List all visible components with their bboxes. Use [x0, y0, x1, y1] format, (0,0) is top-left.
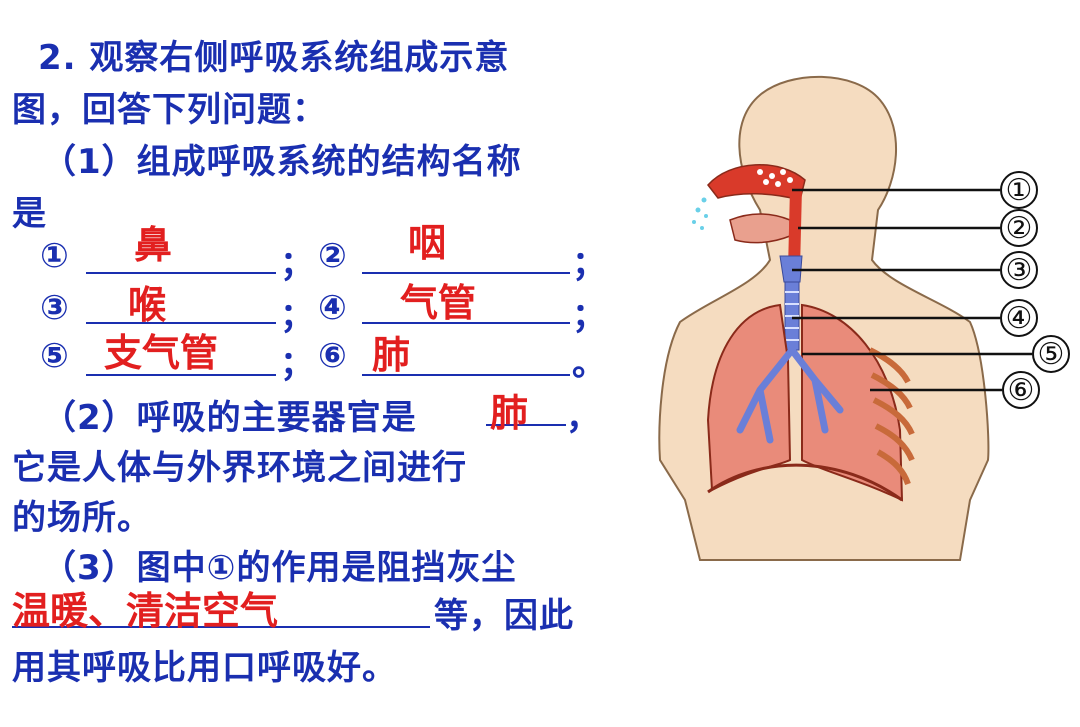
row1-number-1: ① [40, 236, 70, 276]
blank-1 [86, 272, 276, 274]
part1-line-2: 是 [12, 194, 47, 234]
intro-line-1: 2. 观察右侧呼吸系统组成示意 [38, 38, 510, 78]
mouth-cavity [729, 213, 791, 244]
leader-lines [792, 188, 1032, 392]
diaphragm [707, 463, 903, 502]
answer-main-organ: 肺 [490, 391, 529, 435]
row1-number-2: ② [318, 236, 348, 276]
row1-separator: ； [280, 244, 315, 284]
callout-3: ③ [1000, 251, 1038, 289]
row3-number-1: ⑤ [40, 336, 70, 376]
blank-nose-function [12, 626, 430, 628]
part2-line-3: 的场所。 [12, 498, 152, 538]
blank-4 [362, 322, 570, 324]
part3-line-3: 用其呼吸比用口呼吸好。 [12, 648, 397, 688]
row1-end: ； [572, 244, 607, 284]
row3-number-2: ⑥ [318, 336, 348, 376]
callout-2: ② [1000, 209, 1038, 247]
part3-line-2-end: 等，因此 [434, 596, 574, 636]
blank-2 [362, 272, 570, 274]
nasal-cavity-dots [757, 169, 793, 187]
larynx [779, 255, 803, 283]
part1-line-1: （1）组成呼吸系统的结构名称 [42, 142, 522, 182]
breath-droplets [692, 197, 708, 230]
row2-separator: ； [280, 296, 315, 336]
pharynx [788, 188, 802, 270]
answer-6: 肺 [372, 333, 411, 377]
row2-number-2: ④ [318, 288, 348, 328]
part2-line-1-end: ， [566, 398, 601, 438]
respiratory-system-diagram [658, 75, 1032, 561]
left-lung [706, 303, 792, 492]
blank-main-organ [486, 424, 566, 426]
blank-6 [362, 374, 570, 376]
answer-2: 咽 [408, 221, 447, 265]
row3-end: 。 [572, 344, 607, 384]
intro-line-2: 图，回答下列问题： [12, 90, 327, 130]
callout-4: ④ [1000, 299, 1038, 337]
answer-5: 支气管 [104, 331, 219, 375]
callout-6: ⑥ [1002, 371, 1040, 409]
answer-3: 喉 [128, 283, 167, 327]
blank-5 [86, 374, 276, 376]
row2-number-1: ③ [40, 288, 70, 328]
part3-line-1: （3）图中①的作用是阻挡灰尘 [42, 548, 517, 588]
callout-1: ① [1000, 171, 1038, 209]
part2-line-1: （2）呼吸的主要器官是 [42, 398, 417, 438]
part2-line-2: 它是人体与外界环境之间进行 [12, 448, 467, 488]
callout-5: ⑤ [1032, 335, 1070, 373]
row3-separator: ； [280, 344, 315, 384]
answer-4: 气管 [400, 281, 477, 325]
trachea-rings [785, 291, 799, 341]
row2-end: ； [572, 296, 607, 336]
bronchi [736, 346, 844, 444]
answer-1: 鼻 [134, 223, 173, 267]
answer-nose-function: 温暖、清洁空气 [12, 589, 279, 633]
blank-3 [86, 322, 276, 324]
